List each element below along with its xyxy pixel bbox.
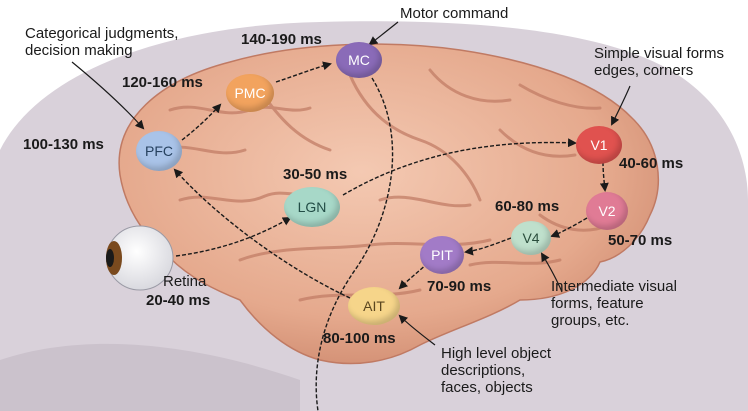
motor-command-label: Motor command bbox=[400, 5, 509, 22]
region-pmc: PMC bbox=[226, 74, 274, 112]
ait-timing: 80-100 ms bbox=[323, 330, 396, 347]
lgn-timing: 30-50 ms bbox=[283, 166, 348, 183]
region-pfc: PFC bbox=[136, 131, 182, 171]
intermediate-label: Intermediate visual forms, feature group… bbox=[551, 278, 677, 329]
region-pit: PIT bbox=[420, 236, 464, 274]
high-level-label: High level object descriptions, faces, o… bbox=[441, 345, 552, 396]
categorical-label: Categorical judgments, decision making bbox=[25, 25, 179, 59]
v4-timing: 60-80 ms bbox=[495, 198, 560, 215]
retina-label: Retina bbox=[163, 273, 207, 290]
region-v4: V4 bbox=[511, 221, 551, 255]
pfc-timing: 100-130 ms bbox=[23, 136, 104, 153]
ait-to-pfc-arrow bbox=[173, 168, 351, 299]
region-v1: V1 bbox=[576, 126, 622, 164]
simple-callout-arrow bbox=[611, 85, 631, 126]
v2-timing: 50-70 ms bbox=[608, 232, 673, 249]
intermediate-callout-arrow bbox=[540, 252, 563, 293]
motor-callout-arrow bbox=[368, 21, 399, 46]
categorical-callout-arrow bbox=[71, 61, 145, 130]
mc-descending-arrow bbox=[315, 77, 394, 411]
v2-to-v4-arrow bbox=[550, 217, 588, 238]
v1-to-v2-arrow bbox=[599, 161, 609, 192]
neck-shadow bbox=[0, 343, 300, 411]
region-lgn: LGN bbox=[284, 187, 340, 227]
retina-to-lgn-arrow bbox=[175, 217, 292, 257]
pfc-to-pmc-arrow bbox=[181, 103, 222, 141]
v4-to-pit-arrow bbox=[464, 237, 512, 256]
pit-timing: 70-90 ms bbox=[427, 278, 492, 295]
lgn-to-v1-arrow bbox=[342, 138, 577, 196]
region-ait: AIT bbox=[348, 287, 400, 325]
v1-timing: 40-60 ms bbox=[619, 155, 684, 172]
region-v2: V2 bbox=[586, 192, 628, 230]
pmc-to-mc-arrow bbox=[275, 61, 332, 83]
simple-forms-label: Simple visual forms edges, corners bbox=[594, 45, 725, 79]
mc-timing: 140-190 ms bbox=[241, 31, 322, 48]
eye bbox=[106, 225, 174, 291]
region-mc: MC bbox=[336, 42, 382, 78]
pmc-timing: 120-160 ms bbox=[122, 74, 203, 91]
high-callout-arrow bbox=[398, 314, 436, 346]
retina-timing: 20-40 ms bbox=[146, 292, 211, 309]
